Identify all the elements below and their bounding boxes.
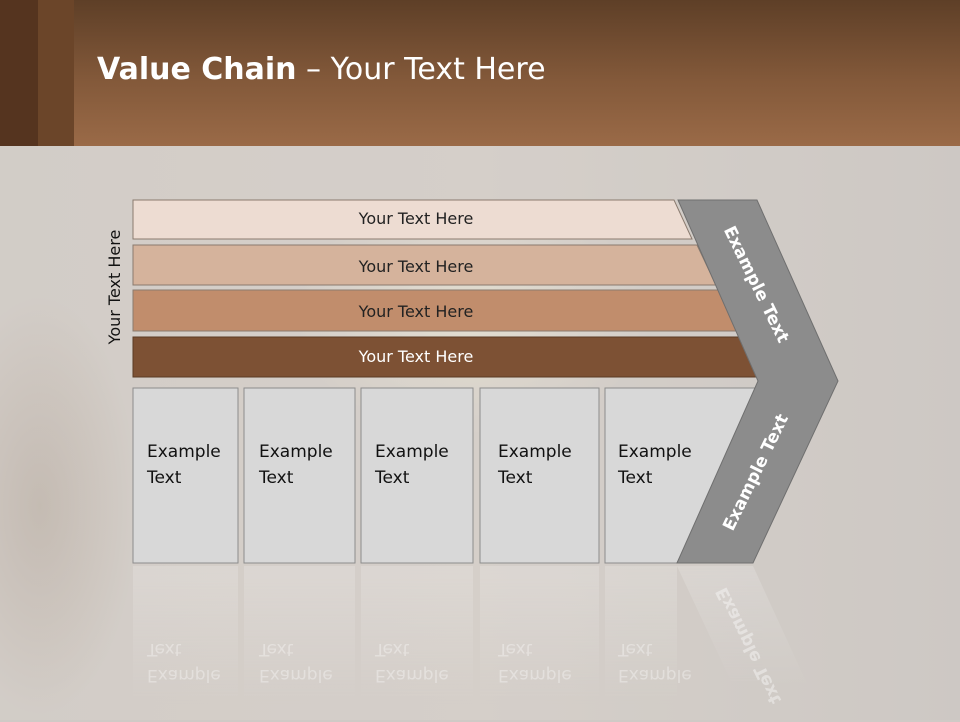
- box-2: [243, 387, 356, 564]
- box-3-line1-reflection: Example: [375, 665, 449, 685]
- bar-3-label: Your Text Here: [358, 302, 474, 321]
- box-4-text-reflection: Example Text: [498, 636, 598, 688]
- bar-4-label: Your Text Here: [358, 347, 474, 366]
- box-5-line1: Example: [618, 442, 692, 462]
- box-5-line1-reflection: Example: [618, 665, 692, 685]
- chevron-reflection: [677, 566, 810, 690]
- box-5-reflection: [605, 566, 677, 706]
- vertical-axis-label: Your Text Here: [105, 229, 124, 345]
- box-4-reflection: [480, 566, 599, 706]
- box-3-line2: Text: [375, 468, 410, 488]
- box-1-text-reflection: Example Text: [147, 636, 247, 688]
- title-banner: Value Chain – Your Text Here: [0, 0, 960, 146]
- bar-1-label: Your Text Here: [358, 209, 474, 228]
- box-1-line1-reflection: Example: [147, 665, 221, 685]
- box-5-text-reflection: Example Text: [618, 636, 718, 688]
- box-3-line1: Example: [375, 442, 449, 462]
- box-4-line2-reflection: Text: [498, 639, 533, 659]
- box-4-line2: Text: [498, 468, 533, 488]
- bar-1: [132, 199, 693, 240]
- slide-title: Value Chain – Your Text Here: [97, 52, 546, 87]
- box-2-line1: Example: [259, 442, 333, 462]
- chevron-arrow: [676, 199, 839, 564]
- title-bold: Value Chain: [97, 52, 297, 87]
- box-4: [479, 387, 600, 564]
- box-3-reflection: [361, 566, 473, 706]
- reflection: [133, 566, 810, 706]
- box-5-line2-reflection: Text: [618, 639, 653, 659]
- banner-accent-mid: [38, 0, 74, 146]
- box-1: [132, 387, 239, 564]
- box-3-text-reflection: Example Text: [375, 636, 475, 688]
- box-4-line1: Example: [498, 442, 572, 462]
- box-2-line1-reflection: Example: [259, 665, 333, 685]
- box-4-line1-reflection: Example: [498, 665, 572, 685]
- box-2-text-reflection: Example Text: [259, 636, 359, 688]
- box-2-reflection: [244, 566, 355, 706]
- bar-2-label: Your Text Here: [358, 257, 474, 276]
- box-1-line2: Text: [147, 468, 182, 488]
- title-rest: – Your Text Here: [296, 52, 546, 87]
- box-2-line2: Text: [259, 468, 294, 488]
- box-5-line2: Text: [618, 468, 653, 488]
- box-1-line2-reflection: Text: [147, 639, 182, 659]
- banner-accent-dark: [0, 0, 38, 146]
- box-3: [360, 387, 474, 564]
- box-2-line2-reflection: Text: [259, 639, 294, 659]
- box-1-reflection: [133, 566, 238, 706]
- box-3-line2-reflection: Text: [375, 639, 410, 659]
- box-1-line1: Example: [147, 442, 221, 462]
